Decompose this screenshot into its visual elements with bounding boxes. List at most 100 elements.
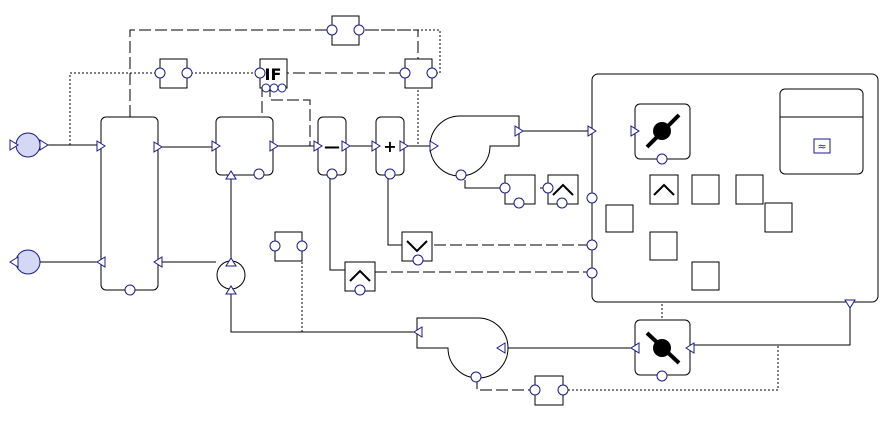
return-sink-port-icon — [9, 256, 19, 268]
top-signal-block[interactable] — [326, 15, 365, 46]
bottom-signal-block[interactable] — [529, 375, 569, 406]
mixer-bottom-port-icon — [225, 170, 237, 180]
hx-port-b-in-icon — [153, 256, 163, 268]
right-signal-block-in-port — [399, 67, 411, 79]
chevron-down-icon — [406, 240, 428, 253]
top-signal-block-out-port — [353, 24, 365, 36]
right-signal-block-out-port — [426, 67, 438, 79]
switch-block-cond-port-b — [269, 83, 279, 93]
fan-signal-block-in-port — [499, 182, 511, 194]
bottom-signal-block-out-port — [557, 384, 569, 396]
supply-source-port-icon — [9, 139, 19, 151]
fan-max-block[interactable] — [542, 174, 579, 209]
mid-signal-block-in-port — [269, 240, 281, 252]
chevron-up-icon — [653, 183, 675, 196]
room-signal-port-3 — [586, 267, 598, 279]
return-damper-out-icon — [630, 342, 640, 354]
min-limiter-block[interactable] — [401, 231, 433, 266]
return-damper-block[interactable] — [630, 319, 695, 382]
supply-fan-signal-port — [455, 169, 467, 181]
heat-exchanger-body — [100, 116, 159, 291]
zone-hx-body — [779, 88, 864, 175]
switch-block-cond-port-a — [261, 83, 271, 93]
mid-signal-block[interactable] — [269, 231, 308, 262]
supply-fan-body — [429, 115, 520, 177]
pump-top-port-icon — [225, 257, 237, 267]
subtract-out-icon — [341, 140, 351, 152]
hx-signal-port — [124, 284, 136, 296]
fan-signal-block[interactable] — [499, 174, 536, 209]
fan-signal-block-out-port — [513, 197, 525, 209]
subtract-signal-port — [326, 168, 338, 180]
dotted-left-top-line — [69, 72, 160, 145]
return-damper-signal-port — [656, 370, 668, 382]
mixer-out-icon — [269, 140, 279, 152]
zone-heat-exchanger-block[interactable]: ≈ — [779, 88, 864, 175]
fan-to-block-line — [464, 180, 505, 189]
max-limiter-block[interactable] — [344, 261, 376, 296]
room-block-c[interactable] — [605, 204, 634, 233]
right-signal-block[interactable] — [399, 58, 438, 89]
add-symbol: + — [383, 137, 396, 156]
supply-source[interactable] — [9, 132, 49, 158]
fan-max-block-out-port — [556, 197, 568, 209]
pump-bottom-port-icon — [225, 285, 237, 295]
supply-fan-out-icon — [514, 125, 524, 137]
return-fan-out-icon — [413, 326, 423, 338]
room-block-b[interactable] — [735, 174, 764, 205]
room-max-block-body — [649, 174, 679, 205]
subtract-in-icon — [313, 140, 323, 152]
return-sink[interactable] — [9, 249, 41, 275]
add-out-icon — [399, 140, 409, 152]
add-in-icon — [371, 140, 381, 152]
return-fan-body — [416, 317, 509, 379]
chevron-up-icon — [552, 183, 574, 196]
return-fan-to-pump-line — [230, 290, 417, 333]
chevron-up-icon — [349, 269, 371, 282]
heat-exchanger-block[interactable] — [96, 116, 163, 296]
supply-damper-block[interactable] — [630, 103, 691, 165]
return-damper-in-icon — [685, 342, 695, 354]
left-signal-block-in-port — [154, 67, 166, 79]
room-block-f[interactable] — [691, 261, 720, 291]
add-to-min-line — [387, 175, 402, 246]
subtract-symbol: — — [324, 137, 340, 156]
switch-block-in-port — [254, 67, 266, 79]
mixing-volume-body — [215, 116, 274, 176]
supply-damper-in-icon — [630, 125, 640, 137]
subtract-block[interactable]: — — [313, 116, 351, 180]
room-block-d[interactable] — [764, 202, 793, 233]
supply-fan-block[interactable] — [429, 115, 524, 181]
supply-fan-in-icon — [429, 140, 439, 152]
left-signal-block[interactable] — [154, 58, 193, 89]
room-block-a[interactable] — [691, 174, 720, 205]
dashed-top-signal-right — [365, 29, 419, 62]
switch-block[interactable]: IF — [254, 58, 288, 93]
switch-block-cond-port-c — [277, 83, 287, 93]
damper-hub-icon — [653, 339, 671, 357]
mixing-volume-block[interactable] — [211, 116, 279, 180]
switch-block-label: IF — [265, 65, 282, 84]
add-signal-port — [384, 168, 396, 180]
room-container[interactable]: ≈ — [586, 73, 879, 309]
max-limiter-port — [354, 284, 366, 296]
bottom-signal-block-in-port — [529, 384, 541, 396]
return-sink-circle — [15, 249, 41, 275]
pump-block[interactable] — [216, 257, 246, 295]
damper-hub-icon — [653, 122, 671, 140]
min-limiter-port — [412, 254, 424, 266]
return-fan-in-icon — [496, 342, 506, 354]
heat-port-symbol: ≈ — [817, 140, 826, 153]
return-fan-block[interactable] — [413, 317, 509, 383]
dashed-top-signal-left — [129, 29, 330, 117]
add-block[interactable]: + — [371, 116, 409, 180]
supply-damper-signal-port — [656, 153, 668, 165]
return-fan-signal-port — [470, 371, 482, 383]
room-outlet-port-icon — [844, 299, 856, 309]
room-block-e[interactable] — [649, 231, 678, 261]
room-max-block[interactable] — [649, 174, 679, 205]
room-signal-port-2 — [586, 239, 598, 251]
mixer-in-icon — [211, 140, 221, 152]
dashed-return-fan-signal — [476, 377, 532, 391]
